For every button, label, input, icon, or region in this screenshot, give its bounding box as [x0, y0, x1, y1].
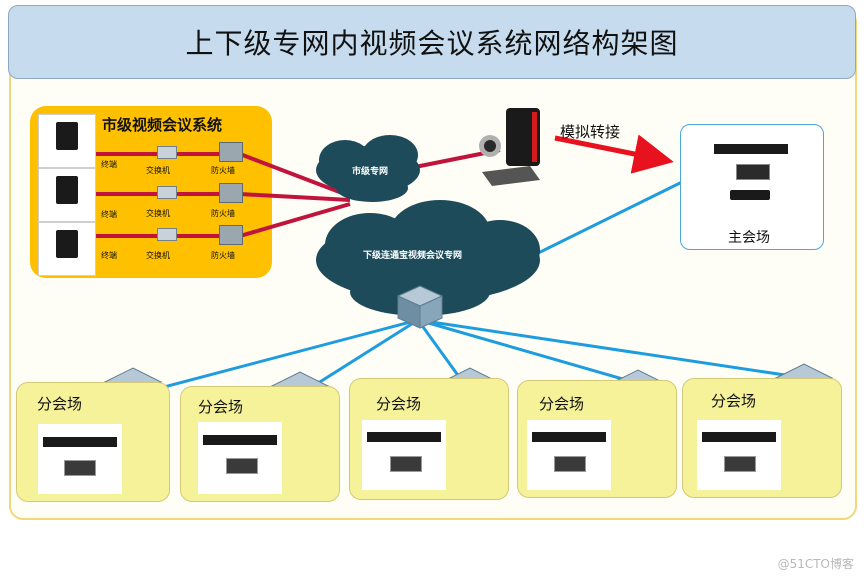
camera-bar-icon	[702, 432, 776, 442]
terminal-label: 终端	[101, 251, 117, 260]
branch-equipment-image	[527, 420, 611, 490]
keyboard-icon	[730, 190, 770, 200]
codec-icon	[226, 458, 258, 474]
firewall-icon	[219, 225, 243, 245]
watermark: @51CTO博客	[777, 557, 854, 571]
codec-icon	[736, 164, 770, 180]
terminal-label: 终端	[101, 160, 117, 169]
main-venue-label: 主会场	[728, 230, 770, 246]
branch-venue-label: 分会场	[711, 392, 757, 410]
branch-venue-label: 分会场	[376, 395, 422, 413]
switch-label: 交换机	[146, 251, 170, 260]
codec-icon	[64, 460, 96, 476]
core-switch-icon	[396, 285, 444, 329]
camera-bar-icon	[367, 432, 441, 442]
title-bar: 上下级专网内视频会议系统网络构架图	[8, 5, 856, 79]
switch-label: 交换机	[146, 166, 170, 175]
terminal-icon	[56, 230, 78, 258]
city-system-title: 市级视频会议系统	[102, 116, 223, 134]
switch-icon	[157, 186, 177, 199]
terminal-icon	[56, 176, 78, 204]
analog-conversion-label: 模拟转接	[560, 123, 621, 141]
page-title: 上下级专网内视频会议系统网络构架图	[185, 27, 679, 60]
codec-icon	[390, 456, 422, 472]
camera-bar-icon	[43, 437, 117, 447]
switch-label: 交换机	[146, 209, 170, 218]
branch-equipment-image	[697, 420, 781, 490]
firewall-icon	[219, 142, 243, 162]
camera-bar-icon	[714, 144, 788, 154]
lower-network-label: 下级连通宝视频会议专网	[363, 251, 463, 261]
terminal-label: 终端	[101, 210, 117, 219]
branch-venue-label: 分会场	[198, 398, 244, 416]
camera-bar-icon	[203, 435, 277, 445]
camera-bar-icon	[532, 432, 606, 442]
city-network-cloud	[316, 135, 420, 202]
firewall-label: 防火墙	[211, 209, 235, 218]
switch-icon	[157, 146, 177, 159]
blue-links	[144, 180, 806, 394]
city-network-label: 市级专网	[352, 167, 389, 177]
branch-venue-label: 分会场	[37, 395, 83, 413]
video-terminal-icon	[479, 108, 540, 186]
firewall-label: 防火墙	[211, 166, 235, 175]
branch-equipment-image	[362, 420, 446, 490]
codec-icon	[724, 456, 756, 472]
switch-icon	[157, 228, 177, 241]
firewall-icon	[219, 183, 243, 203]
terminal-icon	[56, 122, 78, 150]
lower-network-cloud	[316, 200, 540, 316]
codec-icon	[554, 456, 586, 472]
branch-equipment-image	[38, 424, 122, 494]
branch-venue-label: 分会场	[539, 395, 585, 413]
firewall-label: 防火墙	[211, 251, 235, 260]
